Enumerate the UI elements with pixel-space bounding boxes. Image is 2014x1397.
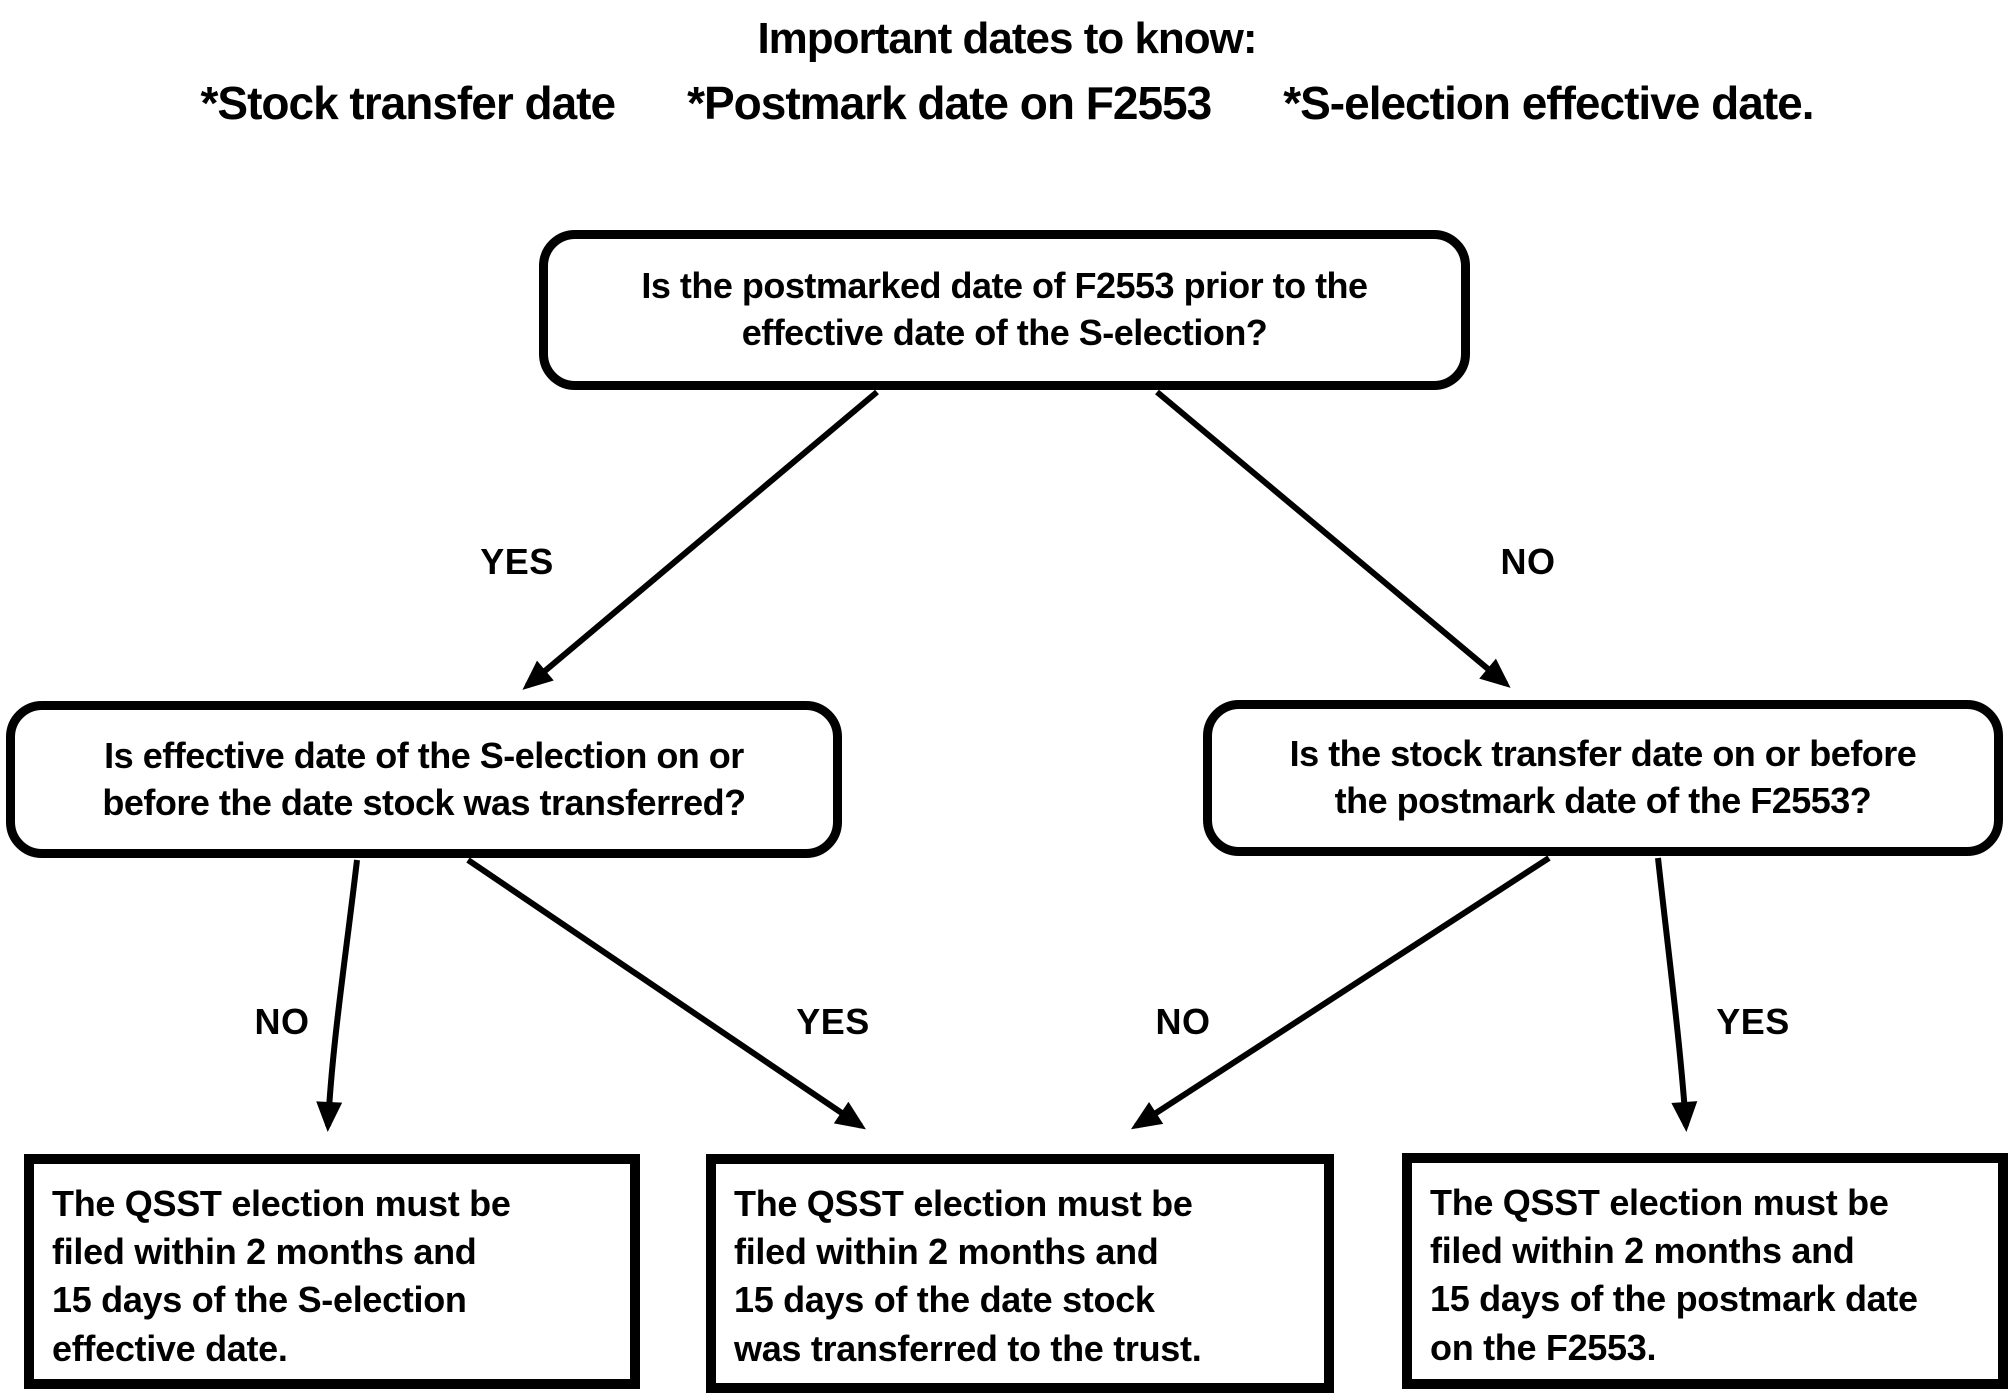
edge-label-right-no: NO	[1155, 1001, 1211, 1042]
edge-label-right-yes: YES	[1716, 1001, 1790, 1042]
arrow-left-no	[316, 859, 360, 1132]
edge-label-left-no: NO	[254, 1001, 310, 1042]
decision-effective-before-transfer: Is effective date of the S-election on o…	[6, 701, 842, 858]
key-date-postmark: *Postmark date on F2553	[687, 77, 1212, 129]
outcome-s-election-effective-date: The QSST election must be filed within 2…	[24, 1154, 640, 1389]
decision-transfer-before-postmark: Is the stock transfer date on or before …	[1203, 700, 2003, 856]
key-date-s-election: *S-election effective date.	[1283, 77, 1814, 129]
arrow-right-no	[1130, 855, 1551, 1130]
edge-label-root-no: NO	[1500, 541, 1556, 582]
key-date-stock-transfer: *Stock transfer date	[200, 77, 616, 129]
arrow-left-yes	[466, 857, 866, 1130]
edge-label-left-yes: YES	[796, 1001, 870, 1042]
edge-label-root-yes: YES	[480, 541, 554, 582]
arrow-root-yes	[522, 389, 879, 690]
outcome-stock-transfer-date: The QSST election must be filed within 2…	[706, 1154, 1334, 1393]
outcome-postmark-date: The QSST election must be filed within 2…	[1402, 1153, 2008, 1389]
arrow-right-yes	[1655, 857, 1698, 1132]
key-dates-row: *Stock transfer date *Postmark date on F…	[0, 76, 2014, 130]
page-title: Important dates to know:	[757, 14, 1257, 63]
arrow-root-no	[1155, 389, 1511, 688]
decision-postmark-prior: Is the postmarked date of F2553 prior to…	[539, 230, 1470, 390]
